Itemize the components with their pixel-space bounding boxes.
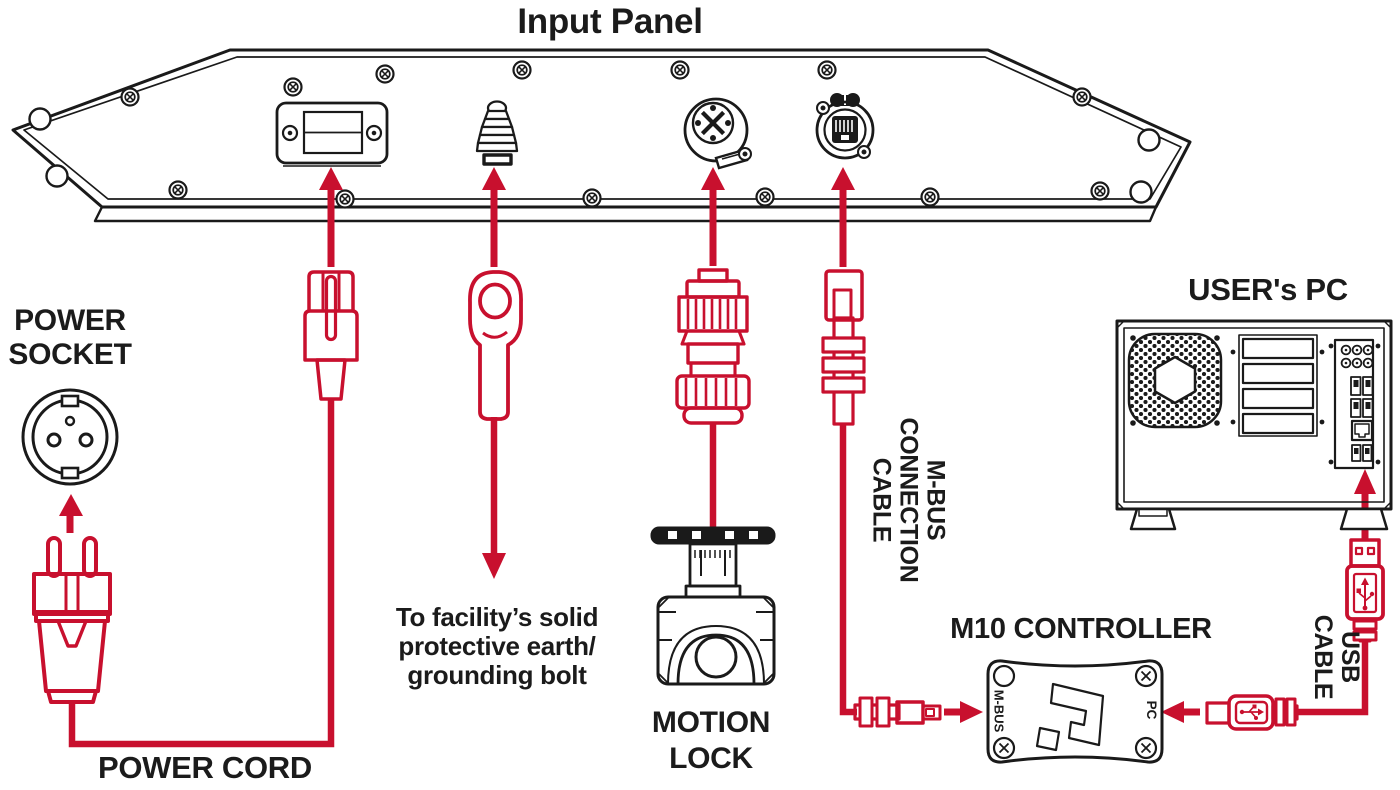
motion-lock-label-line2: LOCK <box>669 742 753 775</box>
m10-controller-device-icon <box>986 659 1164 764</box>
panel-ethercon-icon <box>815 93 875 160</box>
mbus-cable-label-line2: CONNECTION <box>894 417 923 583</box>
panel-iec-inlet-icon <box>275 101 389 167</box>
power-socket-label-line2: SOCKET <box>8 338 132 371</box>
usb-cable-label-line2: CABLE <box>1309 614 1337 700</box>
expansion-slots <box>1238 334 1318 437</box>
input-panel-rear-drawing <box>11 48 1192 223</box>
grounding-note-line2: protective earth/ <box>398 631 596 661</box>
users-pc-label: USER's PC <box>1188 272 1348 307</box>
mbus-cable-label: M-BUS CONNECTION CABLE <box>867 410 950 590</box>
grounding-note: To facility’s solid protective earth/ gr… <box>377 603 617 690</box>
motion-lock-label-line1: MOTION <box>651 706 771 739</box>
fan-hub-hexagon <box>1153 355 1197 405</box>
grounding-note-line1: To facility’s solid <box>395 602 599 632</box>
controller-port-mbus-label: M-BUS <box>991 689 1007 733</box>
panel-screws <box>120 60 1110 209</box>
schuko-socket-icon <box>21 388 119 486</box>
pc-foot-right <box>1339 507 1389 531</box>
pc-foot-left <box>1129 507 1177 531</box>
mbus-cable-line <box>839 424 857 716</box>
pc-rear-panel-icon <box>1115 319 1393 531</box>
motion-lock-label: MOTION LOCK <box>625 705 797 777</box>
iec-c13-connector-icon <box>303 270 359 401</box>
mini-usb-connector-icon <box>1205 694 1299 731</box>
panel-ground-stud-icon <box>475 100 519 166</box>
power-socket-label-line1: POWER <box>14 304 126 337</box>
grounding-note-line3: grounding bolt <box>407 660 587 690</box>
power-plug-icon <box>32 536 112 704</box>
power-cord-cable <box>68 399 335 748</box>
rj45-connector-icon <box>821 269 866 426</box>
usb-cable-line <box>1297 639 1369 716</box>
controller-logo <box>1049 682 1105 747</box>
controller-port-pc-label: PC <box>1143 700 1159 720</box>
diagram-title: Input Panel <box>517 2 703 41</box>
power-socket-label: POWER SOCKET <box>0 304 150 372</box>
red-cables <box>68 399 1369 748</box>
ethernet-port <box>1350 419 1374 442</box>
mbus-cable-label-line1: M-BUS <box>921 459 950 541</box>
ground-ring-terminal-icon <box>468 270 523 421</box>
panel-motion-connector-icon <box>683 97 752 170</box>
circular-motion-connector-icon <box>675 268 751 425</box>
usb-a-connector-icon <box>1345 538 1385 643</box>
m10-controller-label: M10 CONTROLLER <box>950 613 1212 645</box>
usb-cable-label: USB CABLE <box>1309 607 1364 707</box>
emergency-stop-button-icon <box>650 526 776 686</box>
power-cord-label: POWER CORD <box>97 750 312 785</box>
rj45-connector-horizontal-icon <box>853 696 942 728</box>
panel-mount-holes <box>28 107 1161 204</box>
mbus-cable-label-line3: CABLE <box>867 457 896 543</box>
usb-cable-label-line1: USB <box>1336 631 1364 683</box>
